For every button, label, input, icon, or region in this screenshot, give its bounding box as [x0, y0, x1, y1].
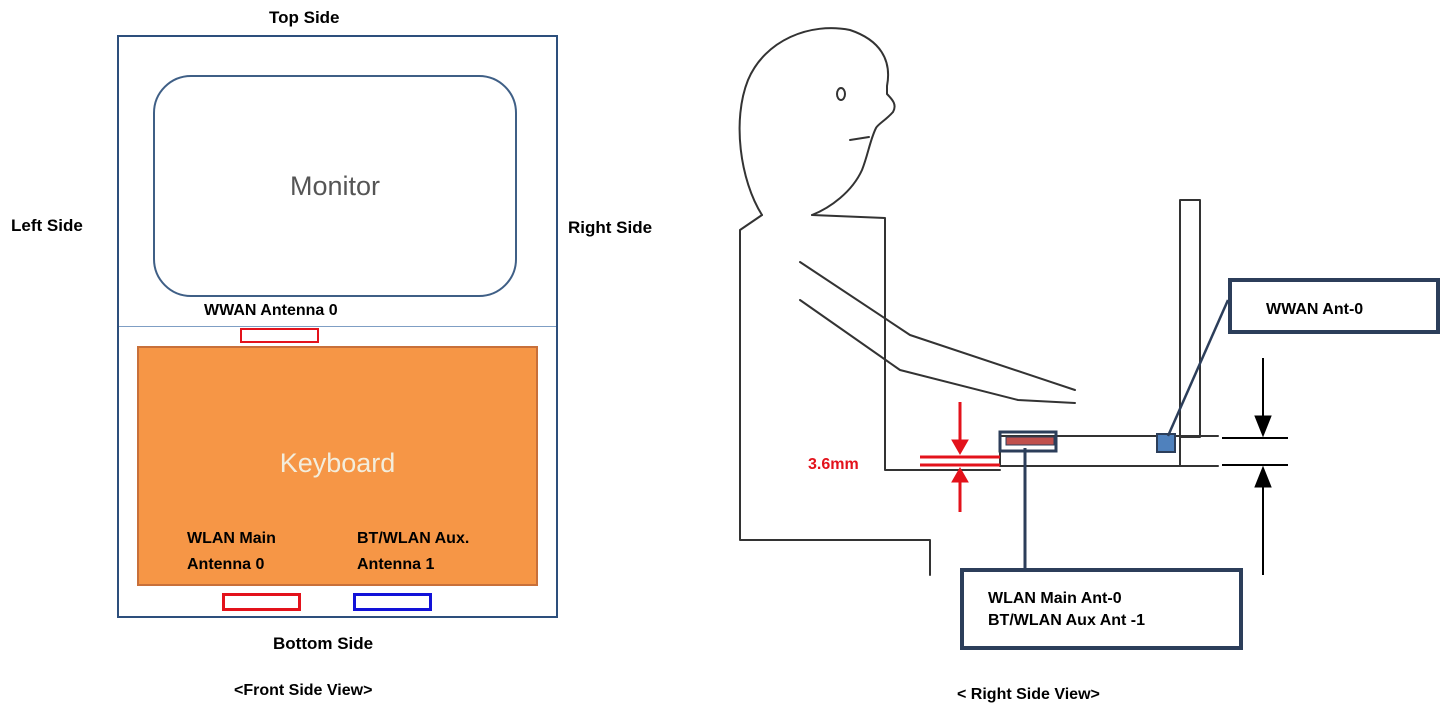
gap-arrow-lower-head — [951, 466, 969, 483]
side-wlan-antenna-marker — [1005, 436, 1055, 446]
wwan-callout-leader — [1166, 299, 1230, 437]
dim-arrow-upper-head — [1254, 415, 1272, 438]
bt-aux-antenna-label-line1: BT/WLAN Aux. — [357, 530, 470, 547]
hinge-line — [119, 326, 556, 327]
wlan-main-antenna-label-line1: WLAN Main — [187, 530, 276, 547]
wwan-ant-callout-text: WWAN Ant-0 — [1266, 301, 1364, 318]
right-side-label: Right Side — [568, 218, 653, 237]
side-wwan-antenna-marker — [1156, 433, 1176, 453]
person-back — [739, 214, 931, 576]
wwan-antenna-label: WWAN Antenna 0 — [204, 302, 338, 319]
keyboard-area — [137, 346, 538, 586]
laptop-front-outline — [117, 35, 558, 618]
person-upper-arm — [799, 261, 1076, 391]
wlan-main-antenna-label-line2: Antenna 0 — [187, 556, 265, 573]
monitor-area: Monitor — [153, 75, 517, 297]
monitor-label: Monitor — [289, 170, 381, 201]
bt-aux-antenna-label-line2: Antenna 1 — [357, 556, 435, 573]
top-side-label: Top Side — [269, 8, 340, 27]
person-head — [738, 27, 896, 216]
front-view-caption: <Front Side View> — [234, 682, 373, 699]
dim-arrow-lower-head — [1254, 465, 1272, 488]
person-eye — [836, 87, 846, 101]
wwan-antenna-marker — [240, 328, 319, 343]
bt-aux-antenna-marker — [353, 593, 432, 611]
gap-dimension-label: 3.6mm — [808, 456, 859, 473]
keyboard-label: Keyboard — [279, 448, 396, 478]
bottom-side-label: Bottom Side — [273, 634, 374, 653]
left-side-label: Left Side — [11, 216, 83, 235]
wlan-ant-callout-line2: BT/WLAN Aux Ant -1 — [988, 612, 1146, 629]
wlan-ant-callout-line1: WLAN Main Ant-0 — [988, 590, 1122, 607]
side-view-caption: < Right Side View> — [957, 686, 1100, 703]
person-forearm — [799, 299, 1076, 404]
person-mouth — [849, 136, 870, 141]
wlan-ant-callout: WLAN Main Ant-0 BT/WLAN Aux Ant -1 — [960, 568, 1243, 650]
gap-arrow-upper-head — [951, 439, 969, 456]
wlan-main-antenna-marker — [222, 593, 301, 611]
person-chest — [811, 214, 1001, 471]
wwan-ant-callout: WWAN Ant-0 — [1228, 278, 1440, 334]
side-base-highlight — [998, 430, 1058, 453]
